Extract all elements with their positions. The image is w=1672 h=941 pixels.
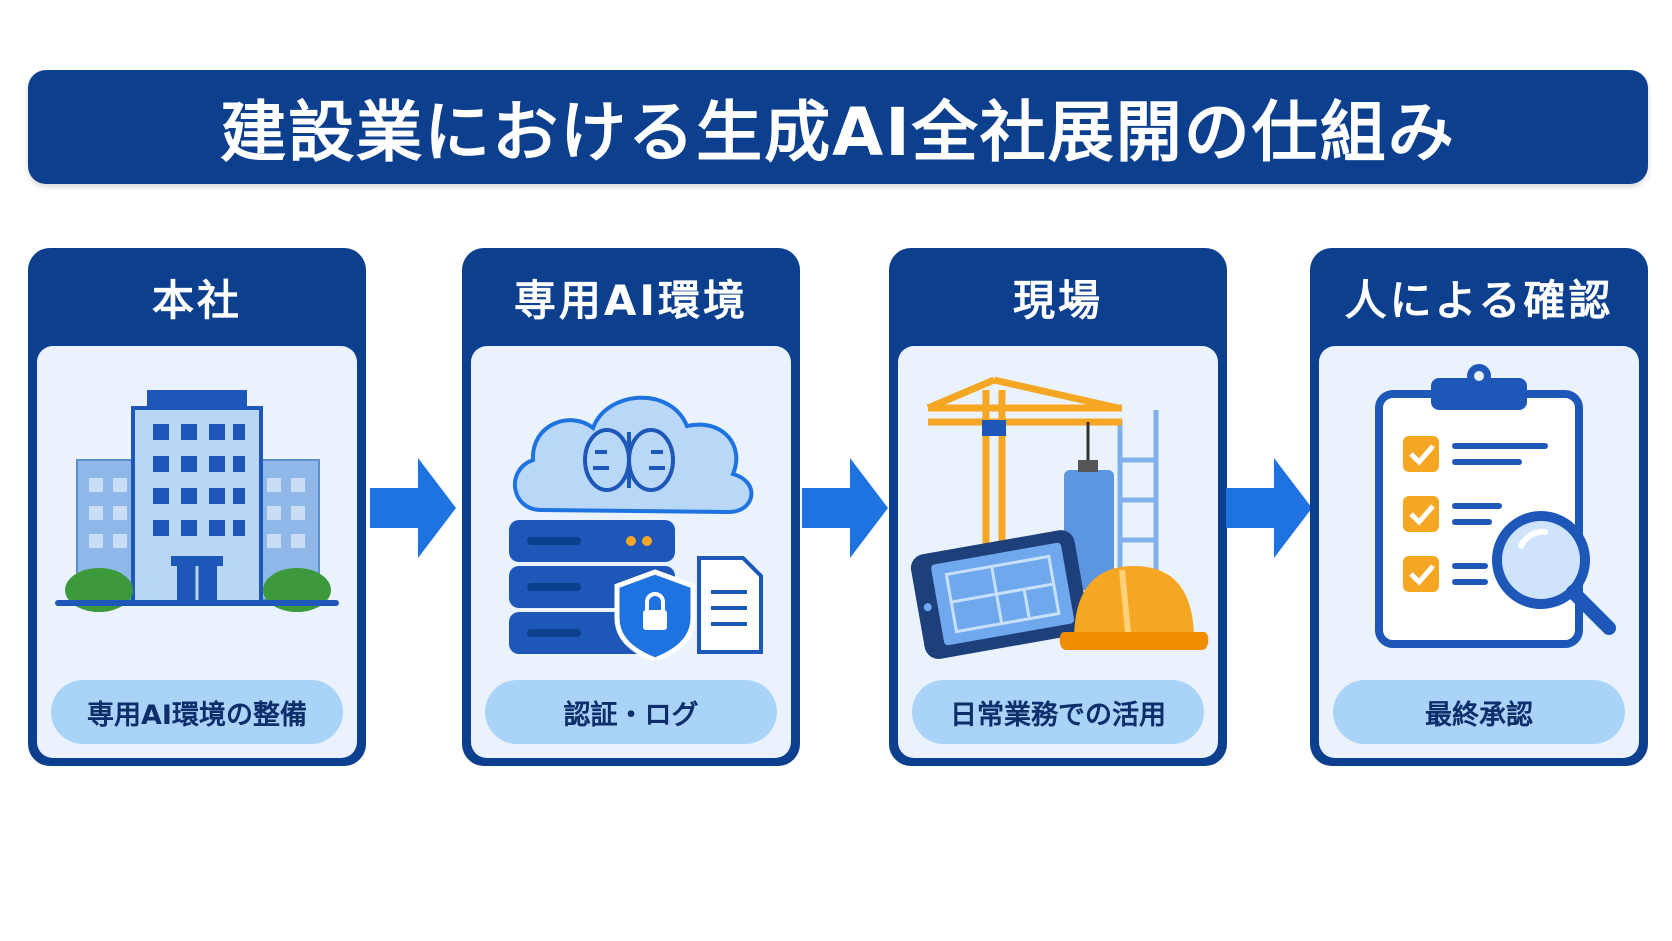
office-building-icon: [55, 390, 339, 612]
step-title: 専用AI環境: [513, 275, 749, 325]
step-body: 最終承認: [1319, 346, 1639, 758]
step-title: 人による確認: [1344, 275, 1614, 325]
step-label: 認証・ログ: [485, 680, 777, 744]
step-card-human-review: 人による確認: [1310, 248, 1648, 766]
flow-arrow-icon: [1226, 458, 1312, 558]
step-card-dedicated-ai: 専用AI環境: [462, 248, 800, 766]
step-title: 現場: [1012, 275, 1103, 325]
step-title: 本社: [151, 275, 242, 325]
title-banner: 建設業における生成AI全社展開の仕組み: [28, 70, 1648, 184]
step-body: 専用AI環境の整備: [37, 346, 357, 758]
construction-site-icon: [910, 376, 1209, 659]
step-card-headquarters: 本社: [28, 248, 366, 766]
clipboard-checklist-icon: [1375, 364, 1616, 648]
diagram-title: 建設業における生成AI全社展開の仕組み: [220, 94, 1456, 171]
cloud-ai-server-icon: [509, 395, 763, 660]
flow-arrow-icon: [802, 458, 888, 558]
step-label: 最終承認: [1333, 680, 1625, 744]
step-body: 日常業務での活用: [898, 346, 1218, 758]
step-card-site: 現場: [889, 248, 1227, 766]
flow-arrow-icon: [370, 458, 456, 558]
step-label: 専用AI環境の整備: [51, 680, 343, 744]
step-label: 日常業務での活用: [912, 680, 1204, 744]
step-body: 認証・ログ: [471, 346, 791, 758]
